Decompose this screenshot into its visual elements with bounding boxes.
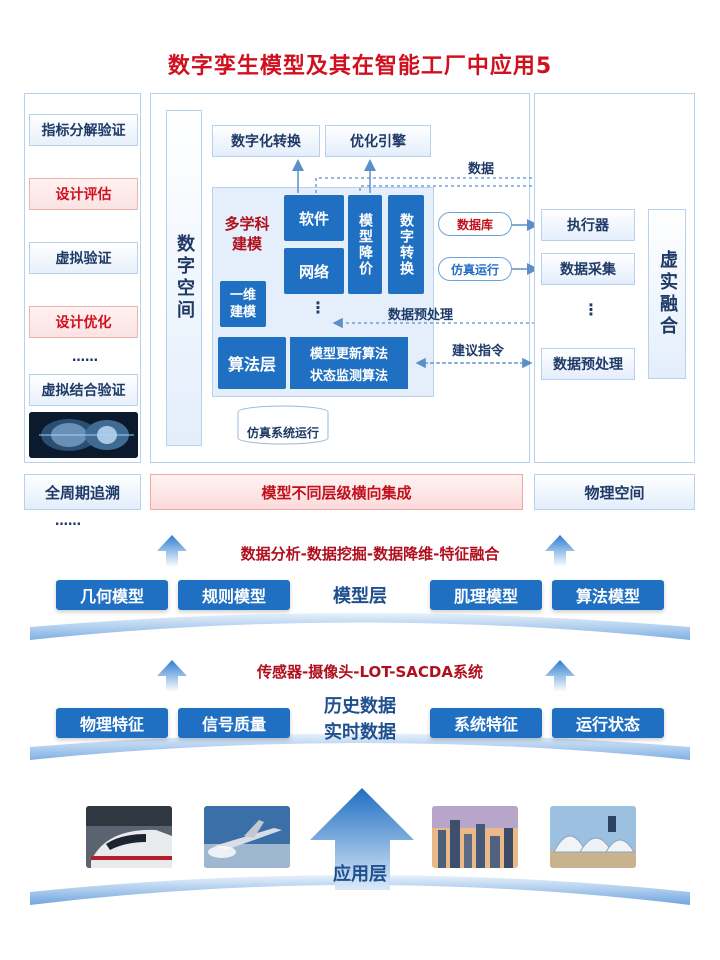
- model-update-algo: 模型更新算法: [309, 347, 388, 362]
- network-box[interactable]: 网络: [284, 248, 344, 294]
- left-item-virtual-verify[interactable]: 虚拟验证: [29, 242, 138, 274]
- virtual-real-fusion-label: 虚实融合: [648, 209, 686, 379]
- run-status-button[interactable]: 运行状态: [552, 708, 664, 738]
- city-image: [432, 806, 518, 868]
- turbine-image: [29, 412, 138, 458]
- algorithm-model-button[interactable]: 算法模型: [552, 580, 664, 610]
- sim-system-run-label: 仿真系统运行: [246, 426, 319, 440]
- digital-space-label: 数字空间: [166, 110, 202, 446]
- physical-feature-button[interactable]: 物理特征: [56, 708, 168, 738]
- left-item-design-eval[interactable]: 设计评估: [29, 178, 138, 210]
- right-vertical-dots: ⋮: [583, 300, 599, 319]
- model-layer-caption: 数据分析-数据挖掘-数据降维-特征融合: [240, 545, 500, 563]
- horizontal-integration-label: 模型不同层级横向集成: [150, 474, 523, 510]
- building-image: [550, 806, 636, 868]
- suggest-cmd-label: 建议指令: [452, 344, 505, 359]
- software-box[interactable]: 软件: [284, 195, 344, 241]
- rule-model-button[interactable]: 规则模型: [178, 580, 290, 610]
- left-below-ellipsis: ……: [55, 514, 81, 529]
- sim-system-run: 仿真系统运行: [234, 404, 332, 446]
- data-layer-graphics: [30, 660, 690, 760]
- data-preprocess-label: 数据预处理: [388, 308, 454, 323]
- texture-model-button[interactable]: 肌理模型: [430, 580, 542, 610]
- train-image: [86, 806, 172, 868]
- digitalization-box[interactable]: 数字化转换: [212, 125, 320, 157]
- left-item-hybrid-verify[interactable]: 虚拟结合验证: [29, 374, 138, 406]
- lifecycle-trace-label: 全周期追溯: [24, 474, 141, 510]
- left-item-design-opt[interactable]: 设计优化: [29, 306, 138, 338]
- model-layer-label: 模型层: [333, 586, 387, 607]
- left-ellipsis: ……: [72, 350, 98, 365]
- data-collection-box[interactable]: 数据采集: [541, 253, 635, 285]
- jet-image: [204, 806, 290, 868]
- page-title: 数字孪生模型及其在智能工厂中应用5: [167, 54, 553, 79]
- history-data-label: 历史数据: [324, 696, 396, 717]
- optimization-engine-box[interactable]: 优化引擎: [325, 125, 431, 157]
- geometric-model-button[interactable]: 几何模型: [56, 580, 168, 610]
- model-reduction-box[interactable]: 模型降价: [348, 195, 382, 294]
- database-pill[interactable]: 数据库: [438, 212, 512, 236]
- algorithm-box[interactable]: 模型更新算法 状态监测算法: [290, 337, 408, 389]
- left-item-index-verify[interactable]: 指标分解验证: [29, 114, 138, 146]
- connector-arrows: [292, 159, 586, 369]
- actuator-box[interactable]: 执行器: [541, 209, 635, 241]
- realtime-data-label: 实时数据: [324, 722, 396, 743]
- app-layer-graphics: [30, 788, 690, 905]
- data-layer-caption: 传感器-摄像头-LOT-SACDA系统: [257, 663, 483, 681]
- multi-discipline-label: 多学科建模: [224, 215, 270, 253]
- data-label: 数据: [468, 162, 495, 177]
- one-dim-model-box[interactable]: 一维建模: [220, 281, 266, 327]
- right-preprocess-box[interactable]: 数据预处理: [541, 348, 635, 380]
- model-layer-graphics: [30, 535, 690, 640]
- signal-quality-button[interactable]: 信号质量: [178, 708, 290, 738]
- center-vertical-dots: ⋮: [310, 298, 326, 317]
- digital-conversion-box[interactable]: 数字转换: [388, 195, 424, 294]
- algorithm-layer-label: 算法层: [218, 337, 286, 389]
- state-monitor-algo: 状态监测算法: [309, 369, 388, 384]
- sim-run-pill[interactable]: 仿真运行: [438, 257, 512, 281]
- physical-space-label: 物理空间: [534, 474, 695, 510]
- app-layer-label: 应用层: [333, 864, 387, 885]
- system-feature-button[interactable]: 系统特征: [430, 708, 542, 738]
